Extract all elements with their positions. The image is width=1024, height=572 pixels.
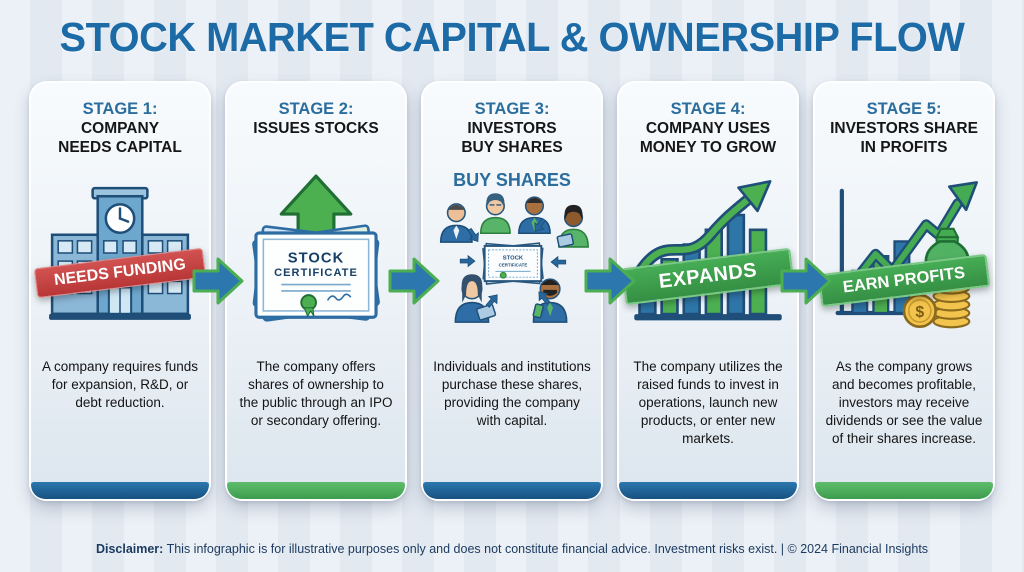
buy-shares-label: BUY SHARES	[453, 169, 571, 190]
stage-3-footer-band	[423, 482, 601, 499]
inward-arrows	[459, 217, 567, 308]
right-arrow-icon	[192, 257, 244, 305]
stage-4-description: The company utilizes the raised funds to…	[633, 358, 783, 447]
right-arrow-icon	[584, 257, 636, 305]
stage-2-icon-area: STOCK CERTIFICATE	[227, 158, 405, 348]
signature-squiggle	[326, 293, 352, 301]
stage-1-label: STAGE 1:	[82, 100, 158, 118]
stage-2-card: STAGE 2: ISSUES STOCKS STOCK CERTIFICATE	[225, 81, 407, 501]
stage-4-card: STAGE 4: COMPANY USES MONEY TO GROW	[617, 81, 799, 501]
mini-certificate-icon: STOCK CERTIFICATE	[482, 242, 544, 285]
stage-5-footer-band	[815, 482, 993, 499]
stage-1-heading-line1: COMPANY	[80, 119, 160, 137]
right-arrow-icon	[388, 257, 440, 305]
stage-1-description: A company requires funds for expansion, …	[41, 358, 199, 410]
stage-3-heading: INVESTORS BUY SHARES	[457, 120, 566, 158]
profit-chart-money-icon: $ $	[835, 180, 978, 329]
stage-4-heading-line1: COMPANY USES	[645, 119, 771, 137]
mini-certificate-line1: STOCK	[503, 255, 524, 261]
copyright-text: | © 2024 Financial Insights	[777, 542, 929, 556]
certificate-title-line2: CERTIFICATE	[274, 267, 358, 279]
disclaimer-text: This infographic is for illustrative pur…	[163, 542, 778, 556]
stage-3-icon-area: BUY SHARES	[423, 158, 601, 348]
stage-4-heading: COMPANY USES MONEY TO GROW	[636, 120, 780, 158]
ribbon-seal-icon	[300, 293, 317, 318]
stage-5-icon-area: $ $ EARN PROFITS	[815, 158, 993, 348]
stages-row: STAGE 1: COMPANY NEEDS CAPITAL	[0, 81, 1024, 501]
stage-1-icon-area: NEEDS FUNDING	[31, 158, 209, 348]
right-arrow-icon	[780, 257, 832, 305]
stage-5-description: As the company grows and becomes profita…	[825, 358, 983, 447]
certificate-title-line1: STOCK	[288, 250, 345, 266]
stage-3-heading-line2: BUY SHARES	[461, 138, 563, 156]
stage-5-card: STAGE 5: INVESTORS SHARE IN PROFITS	[813, 81, 995, 501]
stage-4-label: STAGE 4:	[670, 100, 746, 118]
stage-3-heading-line1: INVESTORS	[467, 119, 557, 137]
stage-2-description: The company offers shares of ownership t…	[239, 358, 393, 429]
stage-1-card: STAGE 1: COMPANY NEEDS CAPITAL	[29, 81, 211, 501]
stage-3-label: STAGE 3:	[474, 100, 550, 118]
stage-2-label: STAGE 2:	[278, 100, 354, 118]
stage-4-icon-area: EXPANDS	[619, 158, 797, 348]
investors-buying-shares-icon: STOCK CERTIFICATE	[439, 193, 589, 323]
stage-1-footer-band	[31, 482, 209, 499]
stage-5-heading-line2: IN PROFITS	[860, 138, 948, 156]
mini-certificate-line2: CERTIFICATE	[499, 262, 528, 267]
stage-2-heading-line1: ISSUES STOCKS	[253, 119, 379, 137]
stage-1-heading: COMPANY NEEDS CAPITAL	[54, 120, 186, 158]
stage-5-label: STAGE 5:	[866, 100, 942, 118]
stage-4-footer-band	[619, 482, 797, 499]
stage-3-card: STAGE 3: INVESTORS BUY SHARES BUY SHARES	[421, 81, 603, 501]
stage-4-heading-line2: MONEY TO GROW	[639, 138, 777, 156]
clock-icon	[104, 202, 136, 234]
stock-certificate-icon: STOCK CERTIFICATE	[252, 174, 380, 322]
page-title: STOCK MARKET CAPITAL & OWNERSHIP FLOW	[59, 14, 965, 60]
disclaimer: Disclaimer: This infographic is for illu…	[0, 542, 1024, 556]
stage-5-heading-line1: INVESTORS SHARE	[830, 119, 978, 137]
stage-2-heading: ISSUES STOCKS	[249, 120, 382, 158]
stage-2-footer-band	[227, 482, 405, 499]
coin-dollar-front: $	[915, 304, 924, 321]
stage-1-heading-line2: NEEDS CAPITAL	[58, 138, 182, 156]
stage-5-heading: INVESTORS SHARE IN PROFITS	[826, 120, 982, 158]
disclaimer-label: Disclaimer:	[95, 542, 164, 556]
stage-3-description: Individuals and institutions purchase th…	[433, 358, 591, 429]
